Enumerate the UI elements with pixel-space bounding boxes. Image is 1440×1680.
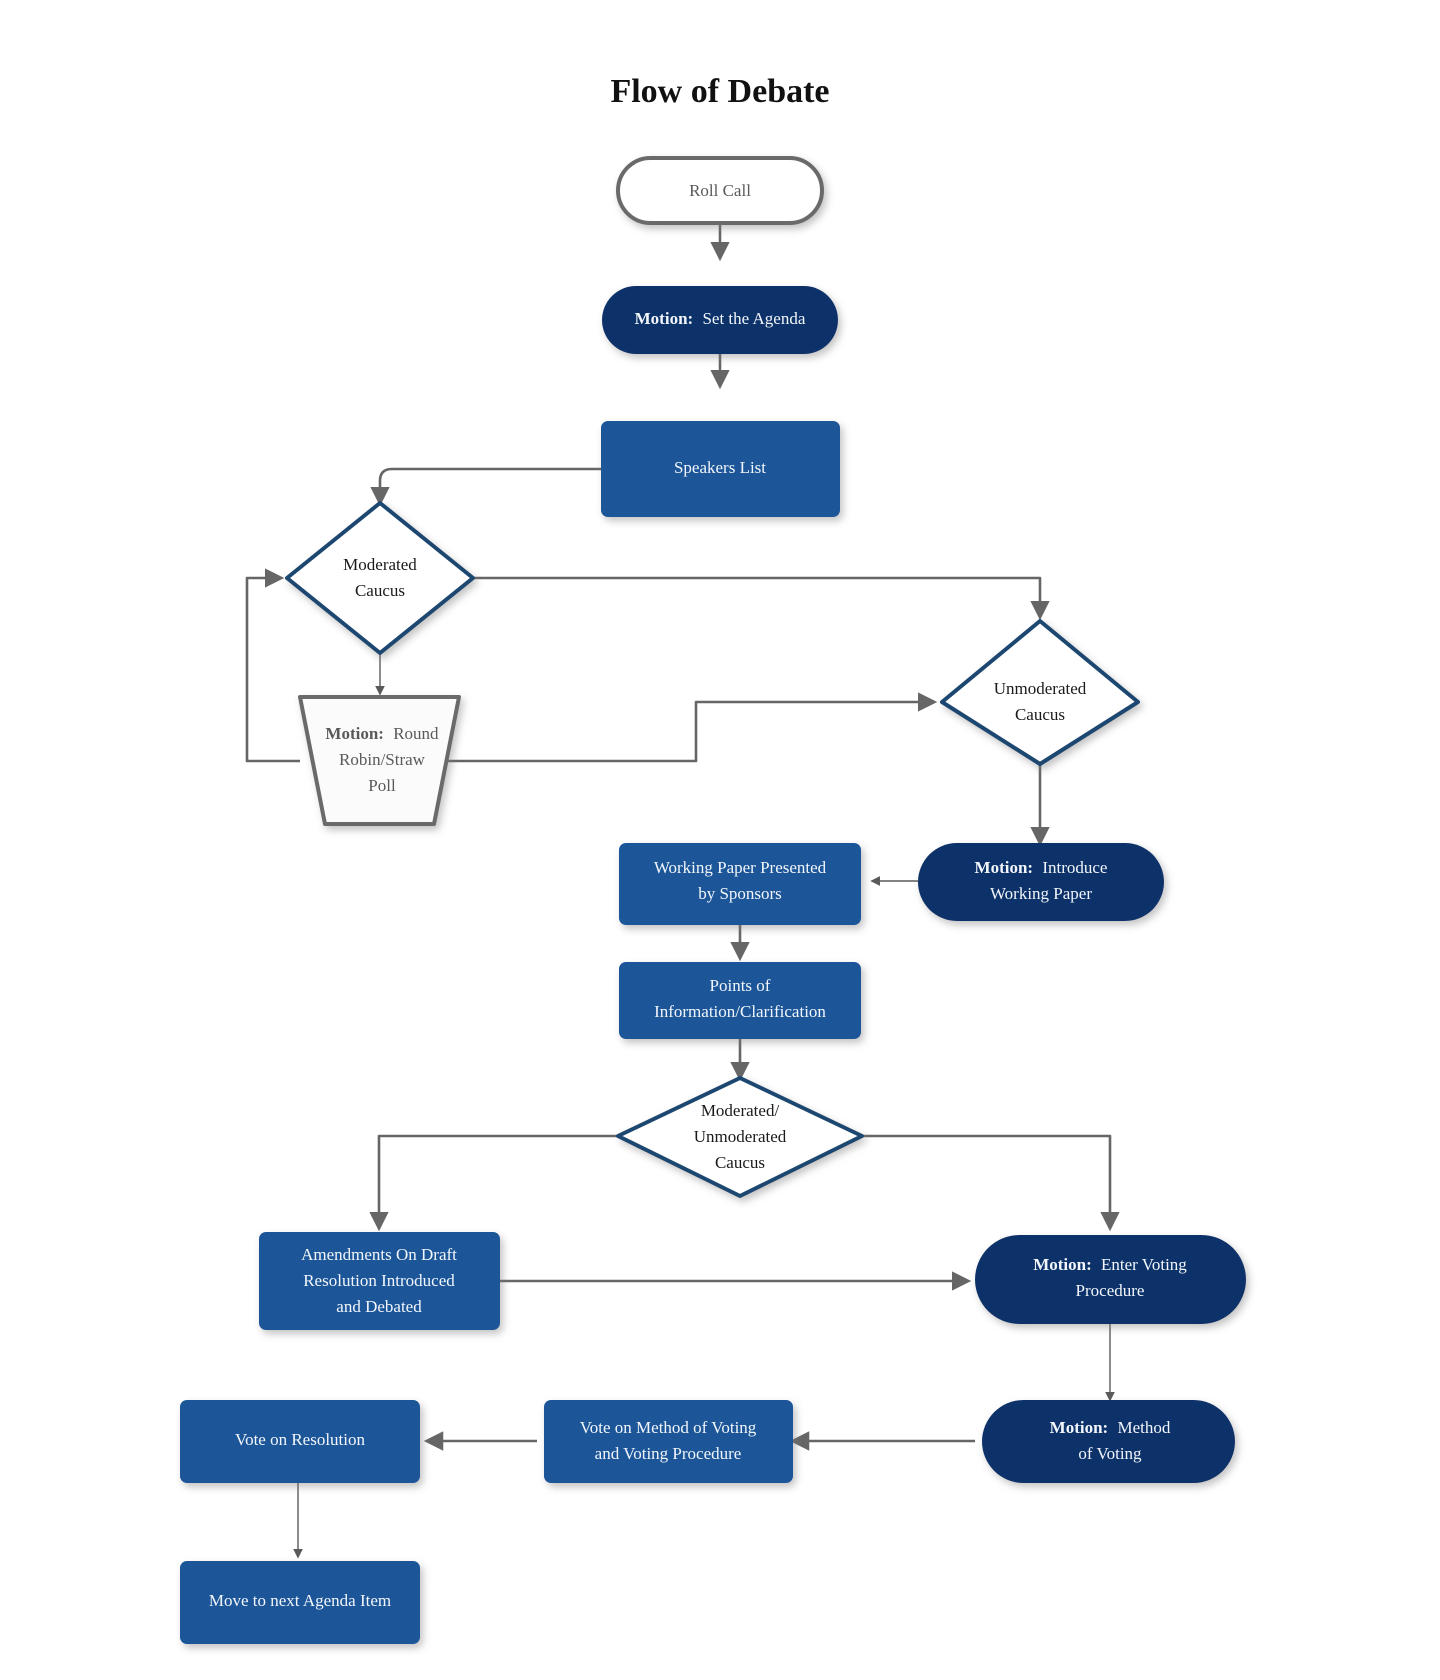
vote-on-method-label-line1: Vote on Method of Voting bbox=[580, 1418, 757, 1437]
round-robin-label-line1: Motion: Round bbox=[325, 724, 439, 743]
introduce-working-paper-text-1: Introduce bbox=[1042, 858, 1107, 877]
edge-roundrobin-to-unmoderatedcaucus bbox=[443, 692, 938, 763]
set-agenda-text: Set the Agenda bbox=[702, 309, 805, 328]
page-title: Flow of Debate bbox=[610, 73, 829, 110]
amendments-shape bbox=[259, 1232, 500, 1330]
node-vote-on-method[interactable]: Vote on Method of Voting and Voting Proc… bbox=[544, 1400, 793, 1483]
speakers-list-label: Speakers List bbox=[674, 458, 766, 477]
working-paper-presented-label-line2: by Sponsors bbox=[698, 884, 782, 903]
vote-on-resolution-label: Vote on Resolution bbox=[235, 1430, 366, 1449]
node-moderated-caucus[interactable]: Moderated Caucus bbox=[285, 501, 475, 655]
points-of-information-label-line1: Points of bbox=[710, 976, 771, 995]
vote-on-method-label-line2: and Voting Procedure bbox=[595, 1444, 742, 1463]
introduce-working-paper-shape bbox=[918, 843, 1164, 921]
edge-speakerslist-to-moderatedcaucus bbox=[370, 467, 601, 507]
introduce-working-paper-label-line2: Working Paper bbox=[990, 884, 1092, 903]
node-roll-call[interactable]: Roll Call bbox=[616, 156, 824, 225]
points-of-information-label-line2: Information/Clarification bbox=[654, 1002, 826, 1021]
set-agenda-prefix: Motion: bbox=[635, 309, 694, 328]
node-speakers-list[interactable]: Speakers List bbox=[601, 421, 840, 517]
edge-moderatedcaucus-to-unmoderatedcaucus bbox=[473, 576, 1050, 621]
node-next-agenda-item[interactable]: Move to next Agenda Item bbox=[180, 1561, 420, 1644]
working-paper-presented-label-line1: Working Paper Presented bbox=[654, 858, 827, 877]
mod-unmod-caucus-label-line3: Caucus bbox=[715, 1153, 765, 1172]
node-amendments[interactable]: Amendments On Draft Resolution Introduce… bbox=[259, 1232, 500, 1330]
method-of-voting-label-line2: of Voting bbox=[1078, 1444, 1142, 1463]
introduce-working-paper-label-line1: Motion: Introduce bbox=[975, 858, 1108, 877]
introduce-working-paper-prefix: Motion: bbox=[975, 858, 1034, 877]
next-agenda-item-shape bbox=[180, 1561, 420, 1644]
unmoderated-caucus-label-line2: Caucus bbox=[1015, 705, 1065, 724]
set-agenda-label: Motion: Set the Agenda bbox=[635, 309, 806, 328]
node-working-paper-presented[interactable]: Working Paper Presented by Sponsors bbox=[619, 843, 861, 925]
edge-modunmodcaucus-to-amendments bbox=[369, 1134, 622, 1232]
mod-unmod-caucus-shape bbox=[616, 1076, 864, 1198]
unmoderated-caucus-label-line1: Unmoderated bbox=[994, 679, 1087, 698]
next-agenda-item-label: Move to next Agenda Item bbox=[209, 1591, 391, 1610]
round-robin-shape bbox=[298, 695, 461, 826]
moderated-caucus-label-line2: Caucus bbox=[355, 581, 405, 600]
method-of-voting-text-1: Method bbox=[1117, 1418, 1170, 1437]
node-enter-voting[interactable]: Motion: Enter Voting Procedure bbox=[975, 1235, 1246, 1324]
enter-voting-shape bbox=[975, 1235, 1246, 1324]
method-of-voting-shape bbox=[982, 1400, 1235, 1483]
node-unmoderated-caucus[interactable]: Unmoderated Caucus bbox=[940, 619, 1140, 766]
unmoderated-caucus-shape bbox=[940, 619, 1140, 766]
enter-voting-label-line1: Motion: Enter Voting bbox=[1033, 1255, 1187, 1274]
round-robin-label-line2: Robin/Straw bbox=[339, 750, 426, 769]
node-method-of-voting[interactable]: Motion: Method of Voting bbox=[982, 1400, 1235, 1483]
moderated-caucus-label-line1: Moderated bbox=[343, 555, 417, 574]
node-vote-on-resolution[interactable]: Vote on Resolution bbox=[180, 1400, 420, 1483]
enter-voting-label-line2: Procedure bbox=[1076, 1281, 1145, 1300]
vote-on-method-shape bbox=[544, 1400, 793, 1483]
round-robin-label-line3: Poll bbox=[368, 776, 396, 795]
mod-unmod-caucus-label-line2: Unmoderated bbox=[694, 1127, 787, 1146]
method-of-voting-prefix: Motion: bbox=[1050, 1418, 1109, 1437]
amendments-label-line3: and Debated bbox=[336, 1297, 422, 1316]
roll-call-label: Roll Call bbox=[689, 181, 751, 200]
set-agenda-shape bbox=[602, 286, 838, 354]
node-set-agenda[interactable]: Motion: Set the Agenda bbox=[602, 286, 838, 354]
node-round-robin[interactable]: Motion: Round Robin/Straw Poll bbox=[298, 695, 461, 826]
node-introduce-working-paper[interactable]: Motion: Introduce Working Paper bbox=[918, 843, 1164, 921]
points-of-information-shape bbox=[619, 962, 861, 1039]
speakers-list-shape bbox=[601, 421, 840, 517]
enter-voting-prefix: Motion: bbox=[1033, 1255, 1092, 1274]
edge-roundrobin-to-moderatedcaucus bbox=[245, 568, 300, 763]
roll-call-shape bbox=[616, 156, 824, 225]
edge-layer bbox=[245, 223, 1120, 1559]
node-layer: Roll Call Motion: Set the Agenda Speaker… bbox=[180, 156, 1246, 1644]
amendments-label-line2: Resolution Introduced bbox=[303, 1271, 455, 1290]
round-robin-prefix: Motion: bbox=[325, 724, 384, 743]
edge-modunmodcaucus-to-entervoting bbox=[858, 1134, 1120, 1232]
moderated-caucus-shape bbox=[285, 501, 475, 655]
amendments-label-line1: Amendments On Draft bbox=[301, 1245, 457, 1264]
vote-on-resolution-shape bbox=[180, 1400, 420, 1483]
mod-unmod-caucus-label-line1: Moderated/ bbox=[701, 1101, 780, 1120]
enter-voting-text-1: Enter Voting bbox=[1101, 1255, 1187, 1274]
node-mod-unmod-caucus[interactable]: Moderated/ Unmoderated Caucus bbox=[616, 1076, 864, 1198]
method-of-voting-label-line1: Motion: Method bbox=[1050, 1418, 1171, 1437]
round-robin-text-1: Round bbox=[393, 724, 439, 743]
working-paper-presented-shape bbox=[619, 843, 861, 925]
node-points-of-information[interactable]: Points of Information/Clarification bbox=[619, 962, 861, 1039]
